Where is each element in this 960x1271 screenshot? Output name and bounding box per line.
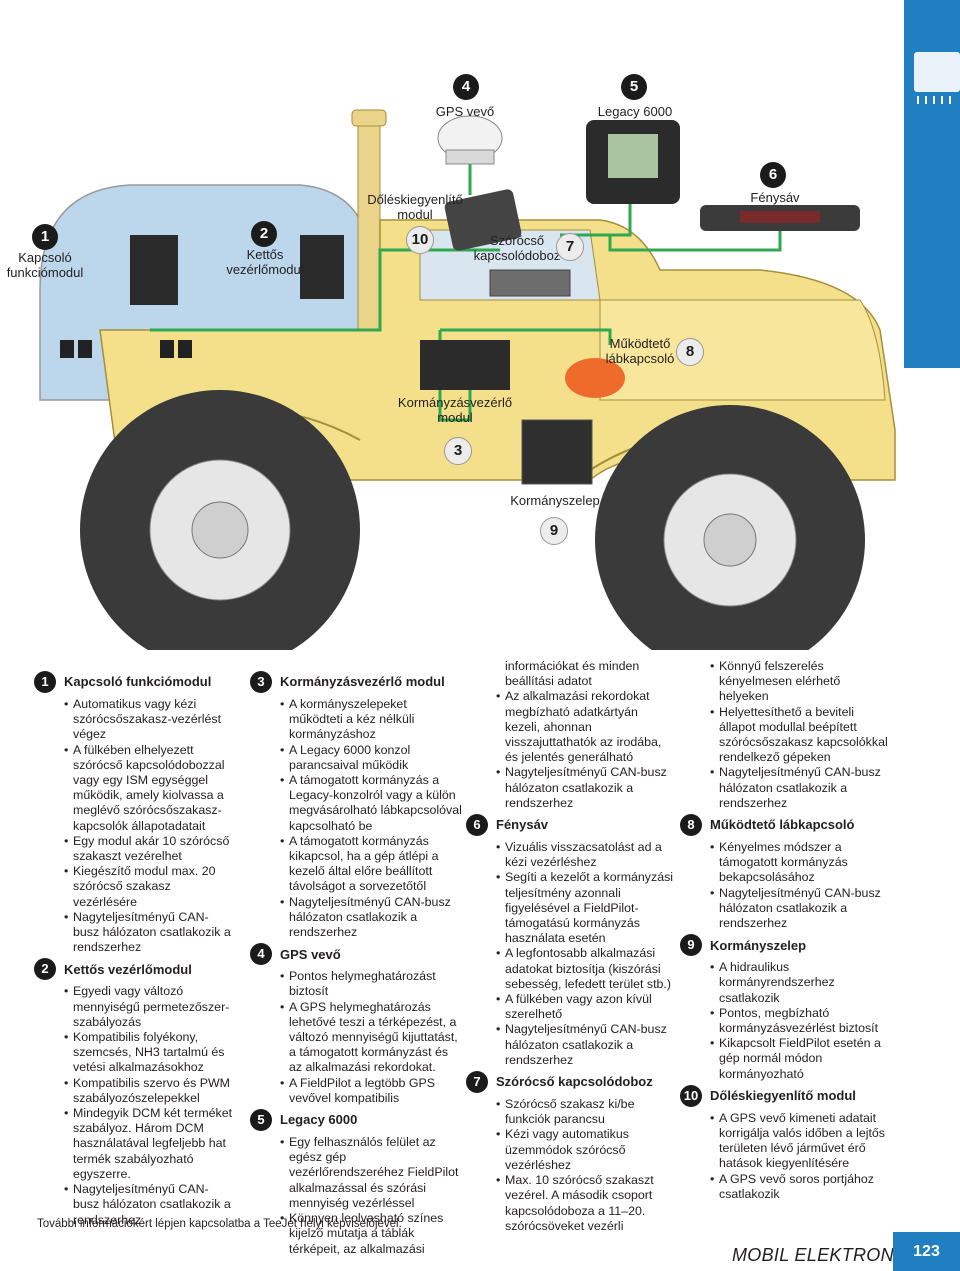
side-tab: [904, 0, 960, 368]
callout-label-10: Dőléskiegyenlítő modul: [360, 192, 470, 222]
callout-badge-10: 10: [406, 226, 434, 254]
list-item: Egy modul akár 10 szórócső szakaszt vezé…: [64, 834, 234, 864]
callout-label-1: Kapcsoló funkciómodul: [0, 250, 90, 280]
section-title: Fénysáv: [496, 817, 548, 832]
list-item: Kompatibilis folyékony, szemcsés, NH3 ta…: [64, 1030, 234, 1076]
text-column-2: 3 Kormányzásvezérlő modul A kormányszelep…: [250, 668, 462, 1257]
list-item: Nagyteljesítményű CAN-busz hálózaton csa…: [710, 886, 892, 932]
section-2: 2 Kettős vezérlőmodul Egyedi vagy változó…: [34, 958, 234, 1227]
callout-badge-4: 4: [453, 74, 479, 100]
section-title: Kormányzásvezérlő modul: [280, 674, 445, 689]
list-item: A fülkében vagy azon kívül szerelhető: [496, 992, 676, 1022]
section-1: 1 Kapcsoló funkciómodul Automatikus vagy …: [34, 671, 234, 955]
list-item: Helyettesíthető a beviteli állapot modul…: [710, 705, 892, 766]
list-item: A hidraulikus kormányrendszerhez csatlak…: [710, 960, 892, 1006]
callout-badge-3: 3: [444, 437, 472, 465]
footer-note: További információkért lépjen kapcsolatb…: [37, 1218, 402, 1230]
section-10: 10 Dőléskiegyenlítő modul A GPS vevő kime…: [680, 1085, 892, 1202]
list-item: A támogatott kormányzás a Legacy-konzolr…: [280, 773, 462, 834]
callout-label-7: Szórócső kapcsolódoboz: [472, 233, 562, 263]
section-title: Szórócső kapcsolódoboz: [496, 1074, 653, 1089]
section-badge: 4: [250, 943, 272, 965]
list-item: A kormányszelepeket működteti a kéz nélk…: [280, 697, 462, 743]
page-number: 123: [893, 1232, 960, 1271]
section-badge: 2: [34, 958, 56, 980]
list-item: Kézi vagy automatikus üzemmódok szórócső…: [496, 1127, 676, 1173]
section-title: Működtető lábkapcsoló: [710, 817, 854, 832]
list-item: Kényelmes módszer a támogatott kormányzá…: [710, 840, 892, 886]
list-item: A legfontosabb alkalmazási adatokat bizt…: [496, 946, 676, 992]
callout-badge-1: 1: [32, 224, 58, 250]
callout-badge-5: 5: [621, 74, 647, 100]
section-badge: 7: [466, 1071, 488, 1093]
list-item: Egyedi vagy változó mennyiségű permetező…: [64, 984, 234, 1030]
section-title: GPS vevő: [280, 947, 341, 962]
list-item: Kiegészítő modul max. 20 szórócső szakas…: [64, 864, 234, 910]
list-item: Szórócső szakasz ki/be funkciók parancsu: [496, 1097, 676, 1127]
list-item: A FieldPilot a legtöbb GPS vevővel kompa…: [280, 1076, 462, 1106]
list-item-continued: információkat és minden beállítási adato…: [496, 659, 676, 689]
callout-badge-6: 6: [760, 162, 786, 188]
text-column-1: 1 Kapcsoló funkciómodul Automatikus vagy …: [34, 668, 234, 1228]
section-badge: 1: [34, 671, 56, 693]
list-item: Kikapcsolt FieldPilot esetén a gép normá…: [710, 1036, 892, 1082]
callout-badge-9: 9: [540, 517, 568, 545]
section-6: 6 Fénysáv Vizuális visszacsatolást ad a k…: [466, 814, 676, 1068]
list-item: Pontos, megbízható kormányzásvezérlést b…: [710, 1006, 892, 1036]
list-item: A Legacy 6000 konzol parancsaival működi…: [280, 743, 462, 773]
section-title: Kormányszelep: [710, 938, 806, 953]
list-item: Automatikus vagy kézi szórócsőszakasz-ve…: [64, 697, 234, 743]
list-item: Pontos helymeghatározást biztosít: [280, 969, 462, 999]
list-item: Nagyteljesítményű CAN-busz hálózaton csa…: [710, 765, 892, 811]
list-item: A fülkében elhelyezett szórócső kapcsoló…: [64, 743, 234, 834]
list-item: Kompatibilis szervo és PWM szabályozósze…: [64, 1076, 234, 1106]
list-item: A GPS helymeghatározás lehetővé teszi a …: [280, 1000, 462, 1076]
section-title: Dőléskiegyenlítő modul: [710, 1088, 856, 1103]
list-item: Segíti a kezelőt a kormányzási teljesítm…: [496, 870, 676, 946]
section-7: 7 Szórócső kapcsolódoboz Szórócső szakasz…: [466, 1071, 676, 1234]
callout-badge-2: 2: [251, 221, 277, 247]
callout-label-5: Legacy 6000: [590, 104, 680, 119]
section-8: 8 Működtető lábkapcsoló Kényelmes módszer…: [680, 814, 892, 931]
section-badge: 8: [680, 814, 702, 836]
list-item: Vizuális visszacsatolást ad a kézi vezér…: [496, 840, 676, 870]
callout-label-8: Működtető lábkapcsoló: [600, 336, 680, 366]
section-5: 5 Legacy 6000 Egy felhasználós felület az…: [250, 1109, 462, 1257]
callout-label-9: Kormányszelep: [500, 493, 610, 508]
list-item: Könnyű felszerelés kényelmesen elérhető …: [710, 659, 892, 705]
list-item: Az alkalmazási rekordokat megbízható ada…: [496, 689, 676, 765]
section-badge: 6: [466, 814, 488, 836]
text-column-4: Könnyű felszerelés kényelmesen elérhető …: [680, 659, 892, 1202]
section-3: 3 Kormányzásvezérlő modul A kormányszelep…: [250, 671, 462, 940]
list-item: A támogatott kormányzás kikapcsol, ha a …: [280, 834, 462, 895]
list-item: Egy felhasználós felület az egész gép ve…: [280, 1135, 462, 1211]
list-item: Nagyteljesítményű CAN-busz hálózaton csa…: [64, 910, 234, 956]
callout-label-6: Fénysáv: [735, 190, 815, 205]
list-item: Max. 10 szórócső szakaszt vezérel. A más…: [496, 1173, 676, 1234]
section-9: 9 Kormányszelep A hidraulikus kormányrend…: [680, 934, 892, 1082]
list-item: Nagyteljesítményű CAN-busz hálózaton csa…: [496, 1022, 676, 1068]
section-title: Kettős vezérlőmodul: [64, 962, 192, 977]
callout-badge-8: 8: [676, 338, 704, 366]
list-item: Nagyteljesítményű CAN-busz hálózaton csa…: [280, 895, 462, 941]
section-badge: 9: [680, 934, 702, 956]
section-4: 4 GPS vevő Pontos helymeghatározást bizto…: [250, 943, 462, 1106]
callout-label-4: GPS vevő: [420, 104, 510, 119]
callout-badge-7: 7: [556, 233, 584, 261]
section-title: Kapcsoló funkciómodul: [64, 674, 211, 689]
callout-label-3: Kormányzásvezérlő modul: [385, 395, 525, 425]
list-item: A GPS vevő kimeneti adatait korrigálja v…: [710, 1111, 892, 1172]
list-item: Mindegyik DCM két terméket szabályoz. Há…: [64, 1106, 234, 1182]
callout-label-2: Kettős vezérlőmodul: [210, 247, 320, 277]
section-badge: 10: [680, 1085, 702, 1107]
section-title: Legacy 6000: [280, 1112, 357, 1127]
section-badge: 3: [250, 671, 272, 693]
chip-icon: [904, 30, 960, 150]
tractor-illustration: [0, 0, 904, 650]
section-badge: 5: [250, 1109, 272, 1131]
text-column-3: információkat és minden beállítási adato…: [466, 659, 676, 1234]
list-item: A GPS vevő soros portjához csatlakozik: [710, 1172, 892, 1202]
list-item: Nagyteljesítményű CAN-busz hálózaton csa…: [496, 765, 676, 811]
